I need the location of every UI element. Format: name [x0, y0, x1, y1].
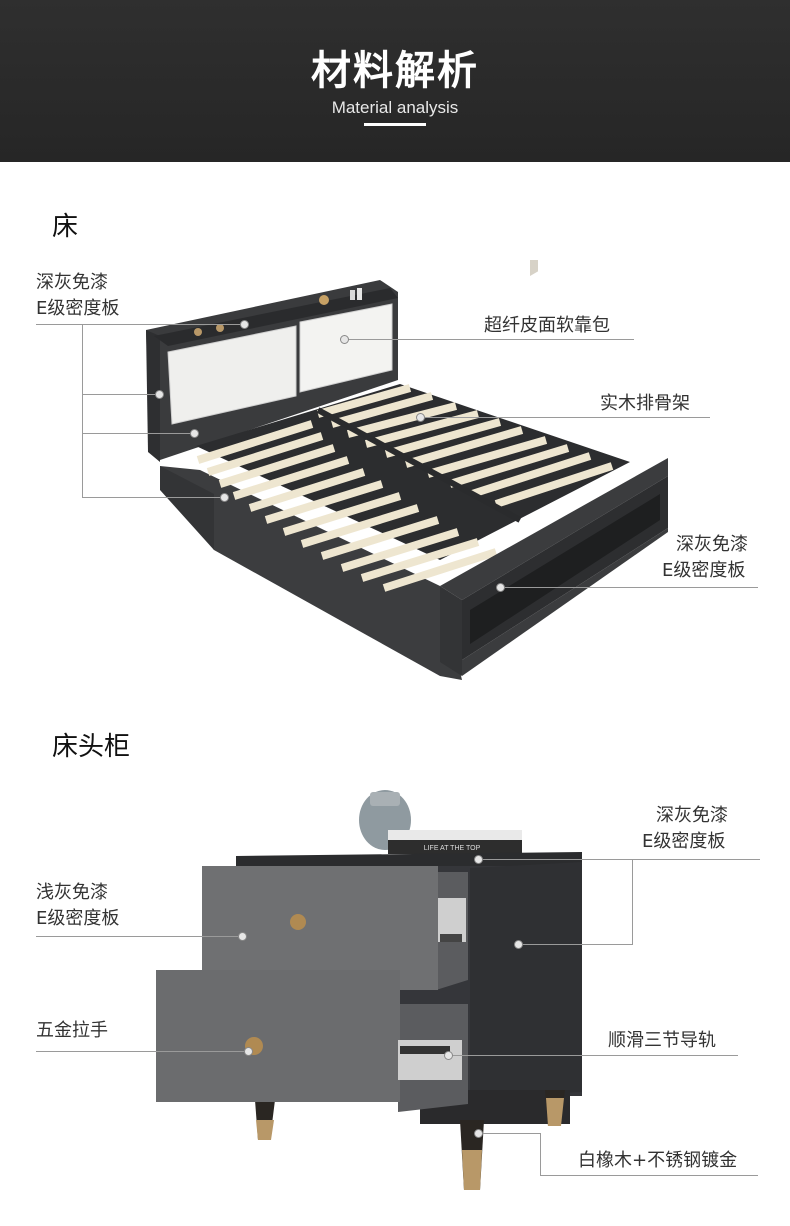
slat-frame-label: 实木排骨架: [600, 393, 690, 414]
callout-dot-icon: [444, 1051, 453, 1060]
leader-line: [36, 1051, 248, 1052]
callout-dot-icon: [514, 940, 523, 949]
leader-line: [540, 1175, 758, 1176]
bed-frame-panel-label-line2: E级密度板: [36, 298, 120, 319]
callout-dot-icon: [244, 1047, 253, 1056]
leader-line: [344, 339, 634, 340]
bed-footboard-panel-label-line1: 深灰免漆: [676, 534, 748, 555]
callout-dot-icon: [238, 932, 247, 941]
leader-line: [500, 587, 758, 588]
subtitle-underline: [364, 123, 426, 126]
callout-dot-icon: [340, 335, 349, 344]
nightstand-drawer-label-line1: 浅灰免漆: [36, 882, 108, 903]
headboard-cushion-label: 超纤皮面软靠包: [484, 315, 610, 336]
page-title: 材料解析: [311, 48, 479, 94]
bed-section-title: 床: [52, 212, 79, 242]
callout-dot-icon: [496, 583, 505, 592]
nightstand-body-label-line2: E级密度板: [642, 831, 726, 852]
callout-dot-icon: [416, 413, 425, 422]
book-spine-text: LIFE AT THE TOP: [424, 845, 481, 852]
callout-dot-icon: [155, 390, 164, 399]
leader-line: [448, 1055, 738, 1056]
page-subtitle: Material analysis: [331, 98, 459, 117]
drawer-knob-icon: [290, 914, 306, 930]
callout-dot-icon: [474, 855, 483, 864]
leader-line: [36, 936, 242, 937]
leader-line: [82, 433, 194, 434]
nightstand-section-title: 床头柜: [52, 732, 131, 762]
leader-line: [420, 417, 710, 418]
leader-line: [478, 859, 760, 860]
nightstand-body-label-line1: 深灰免漆: [656, 805, 728, 826]
header-banner: 材料解析 Material analysis: [0, 0, 790, 162]
callout-dot-icon: [220, 493, 229, 502]
callout-dot-icon: [474, 1129, 483, 1138]
leader-line: [540, 1133, 541, 1175]
leader-line: [36, 324, 244, 325]
leader-line: [478, 1133, 540, 1134]
legs-label: 白橡木+不锈钢镀金: [578, 1150, 738, 1171]
leader-line: [632, 859, 633, 945]
leader-line: [82, 324, 83, 498]
rail-label: 顺滑三节导轨: [608, 1030, 716, 1051]
nightstand-illustration: LIFE AT THE TOP: [156, 790, 582, 1190]
handle-label: 五金拉手: [36, 1020, 108, 1041]
leader-line: [82, 497, 222, 498]
leader-line: [518, 944, 632, 945]
bed-frame-panel-label-line1: 深灰免漆: [36, 272, 108, 293]
leader-line: [82, 394, 158, 395]
bed-footboard-panel-label-line2: E级密度板: [662, 560, 746, 581]
nightstand-drawer-label-line2: E级密度板: [36, 908, 120, 929]
callout-dot-icon: [240, 320, 249, 329]
bed-illustration: [146, 260, 668, 680]
callout-dot-icon: [190, 429, 199, 438]
